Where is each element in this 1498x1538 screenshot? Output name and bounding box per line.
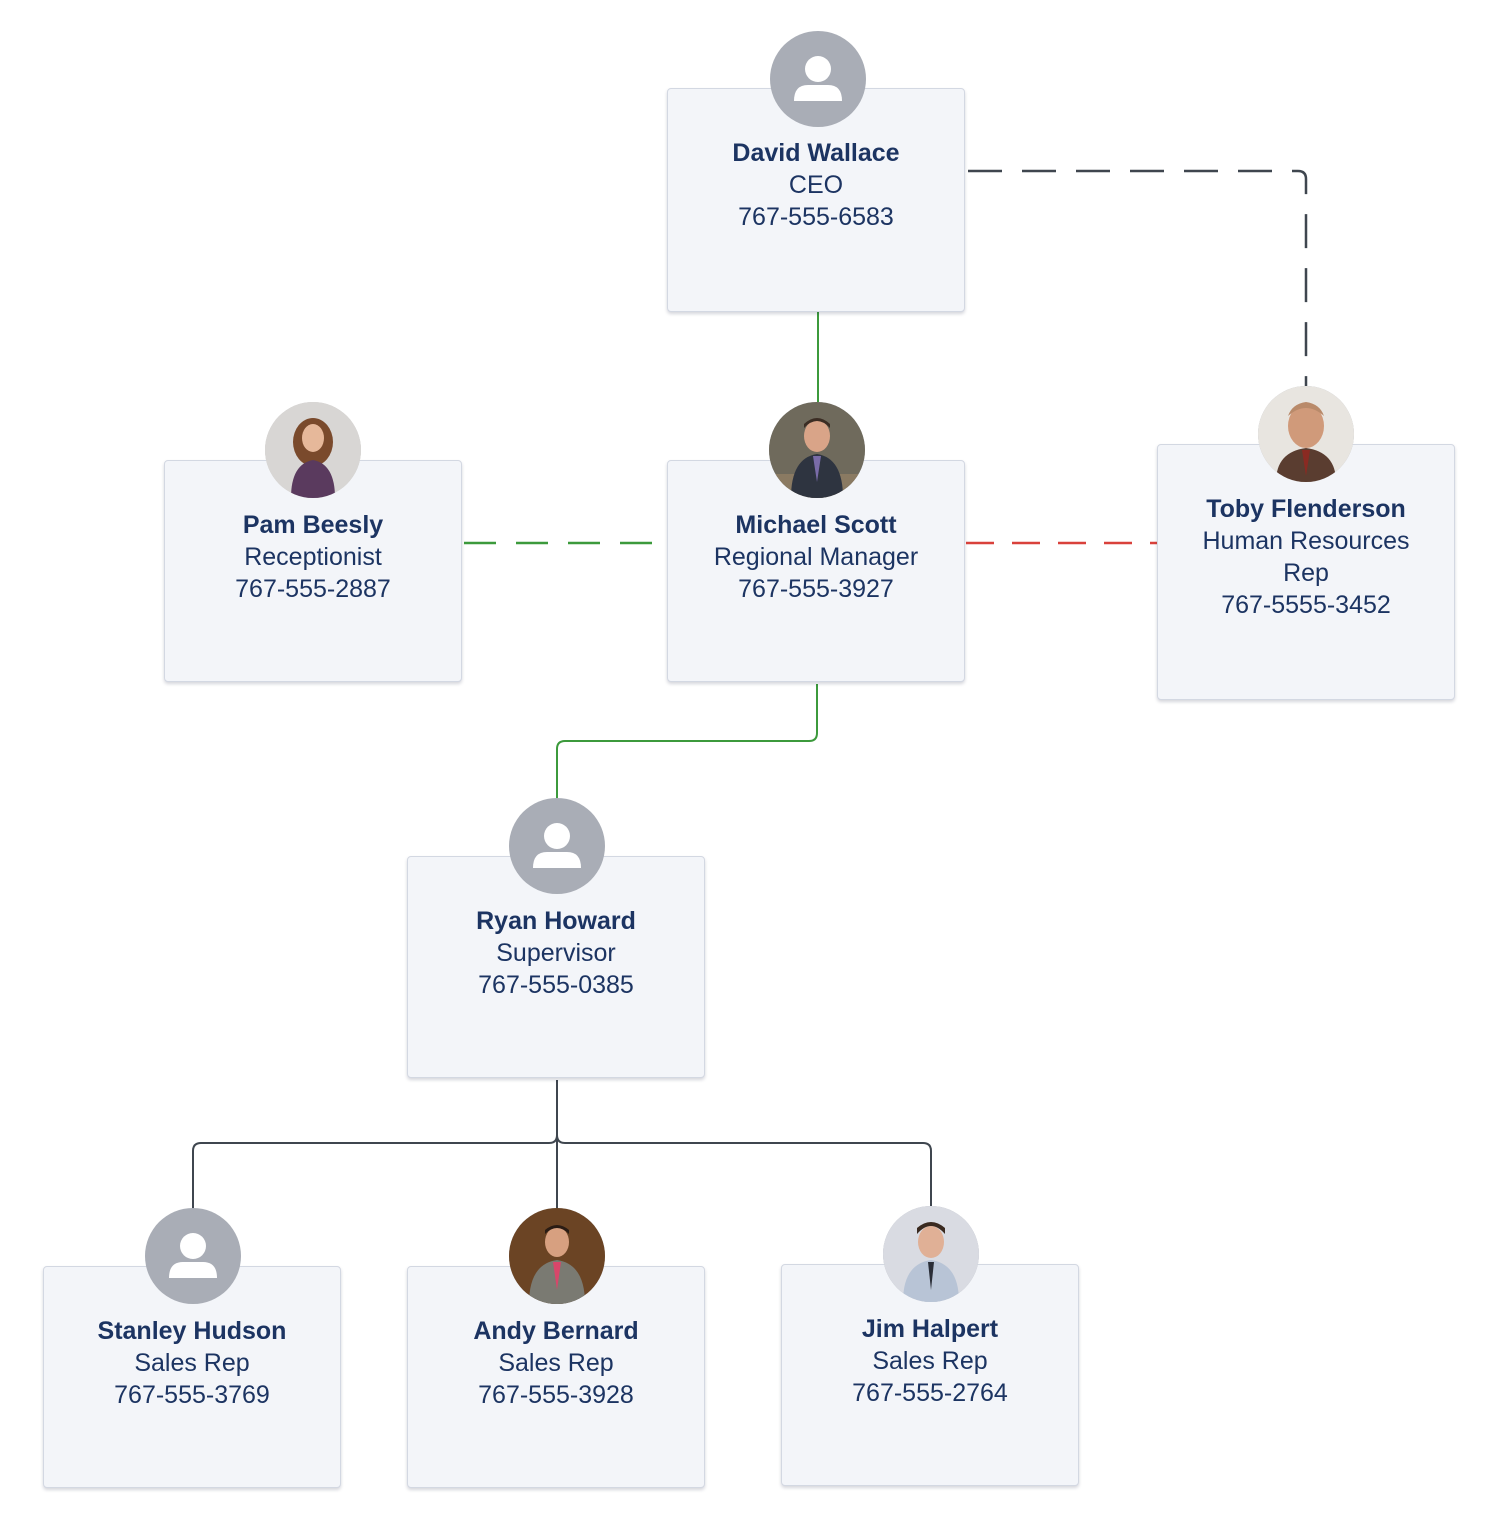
- person-title: Regional Manager: [713, 543, 919, 571]
- person-name: Andy Bernard: [473, 1317, 639, 1345]
- person-title: Sales Rep: [872, 1347, 988, 1375]
- placeholder-avatar-icon: [509, 798, 605, 894]
- person-title: Sales Rep: [498, 1349, 614, 1377]
- person-title: Supervisor: [496, 939, 616, 967]
- person-name: Ryan Howard: [476, 907, 636, 935]
- person-phone: 767-555-3927: [738, 575, 894, 603]
- person-photo-avatar: [265, 402, 361, 498]
- person-name: Pam Beesly: [242, 511, 384, 539]
- person-phone: 767-555-3769: [114, 1381, 270, 1409]
- person-phone: 767-555-3928: [478, 1381, 634, 1409]
- person-phone: 767-555-2764: [852, 1379, 1008, 1407]
- connector-ryan-jim: [556, 1134, 932, 1208]
- person-photo-avatar: [1258, 386, 1354, 482]
- person-title: Human Resources Rep: [1202, 527, 1410, 587]
- person-phone: 767-555-0385: [478, 971, 634, 999]
- person-name: Jim Halpert: [861, 1315, 999, 1343]
- connector-ryan-stanley: [192, 1080, 558, 1210]
- person-card-toby-flenderson[interactable]: Toby Flenderson Human Resources Rep 767-…: [1157, 444, 1455, 700]
- person-phone: 767-555-2887: [235, 575, 391, 603]
- person-name: Michael Scott: [735, 511, 897, 539]
- person-phone: 767-5555-3452: [1221, 591, 1391, 619]
- person-photo-avatar: [769, 402, 865, 498]
- person-card-david-wallace[interactable]: David Wallace CEO 767-555-6583: [667, 88, 965, 312]
- person-name: Toby Flenderson: [1206, 495, 1406, 523]
- connector-david-toby: [968, 169, 1308, 388]
- person-photo-avatar: [509, 1208, 605, 1304]
- person-title: Sales Rep: [134, 1349, 250, 1377]
- person-title: Receptionist: [244, 543, 382, 571]
- person-photo-avatar: [883, 1206, 979, 1302]
- placeholder-avatar-icon: [770, 31, 866, 127]
- person-name: Stanley Hudson: [97, 1317, 287, 1345]
- connector-michael-ryan: [556, 684, 818, 798]
- placeholder-avatar-icon: [145, 1208, 241, 1304]
- person-name: David Wallace: [732, 139, 900, 167]
- person-phone: 767-555-6583: [738, 203, 894, 231]
- person-title: CEO: [788, 171, 844, 199]
